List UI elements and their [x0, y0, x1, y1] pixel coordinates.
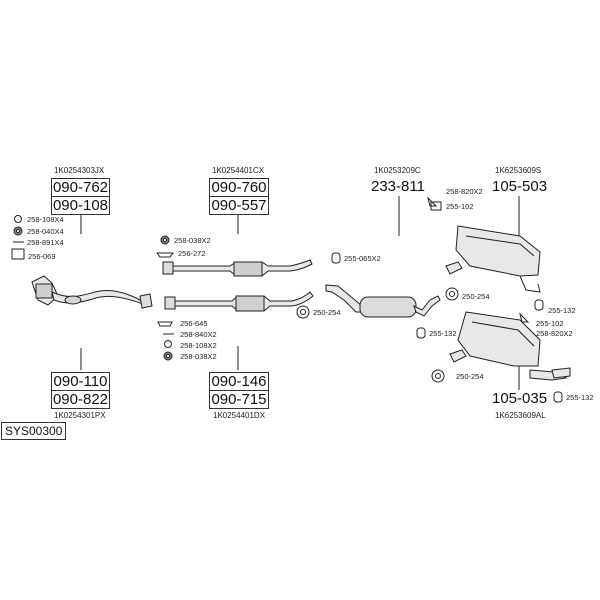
accessory-label: 258-038X2 [174, 236, 211, 245]
rear-silencer-upper-hotspot[interactable] [444, 224, 544, 294]
group4-bottom-code: 1K6253609AL [495, 411, 546, 420]
accessory-label: 258-038X2 [180, 352, 217, 361]
group2-bottom-code: 1K0254401DX [213, 411, 266, 420]
center-pipe-lower-hotspot[interactable] [162, 291, 317, 315]
accessory-label: 258-820X2 [446, 187, 483, 196]
part-number-label[interactable]: 233-811 [371, 178, 425, 195]
part-number-box[interactable]: 090-760 [209, 178, 269, 197]
rubber-mount-icon [431, 369, 445, 383]
accessory-label: 258-108X4 [27, 215, 64, 224]
accessory-label: 250-254 [462, 292, 490, 301]
part-number-box[interactable]: 090-110 [51, 372, 110, 391]
rubber-mount-icon [296, 305, 310, 319]
accessory-label: 258-108X2 [180, 341, 217, 350]
downpipe-catalyst-hotspot[interactable] [28, 272, 154, 312]
hanger-icon [534, 299, 544, 311]
group3-top-code: 1K0253209C [374, 166, 421, 175]
part-number-box[interactable]: 090-715 [209, 390, 269, 409]
accessory-label: 256-069 [28, 252, 56, 261]
gasket-icon [157, 321, 173, 327]
gasket-icon [156, 252, 174, 258]
accessory-label: 250-254 [456, 372, 484, 381]
rear-silencer-lower-hotspot[interactable] [448, 310, 572, 382]
downpipe-catalyst-part [31, 275, 153, 309]
part-number-label[interactable]: 105-503 [492, 178, 548, 195]
group4-top-code: 1K6253609S [495, 166, 542, 175]
accessory-label: 258-891X4 [27, 238, 64, 247]
accessory-label: 258-820X2 [536, 329, 573, 338]
center-pipe-lower-part [164, 291, 314, 312]
part-number-box[interactable]: 090-762 [51, 178, 110, 197]
group2-top-code: 1K0254401CX [212, 166, 265, 175]
clamp-icon [519, 312, 530, 323]
accessory-label: 255-102 [536, 319, 564, 328]
middle-silencer-part [325, 284, 441, 318]
accessory-label: 255-102 [446, 202, 474, 211]
group1-bottom-code: 1K0254301PX [54, 411, 106, 420]
accessory-label: 255-065X2 [344, 254, 381, 263]
accessory-label: 255-132 [429, 329, 457, 338]
part-number-box[interactable]: 090-146 [209, 372, 269, 391]
accessory-label: 255-132 [566, 393, 594, 402]
center-pipe-upper-part [162, 259, 313, 277]
accessory-label: 256-645 [180, 319, 208, 328]
gasket-icon [11, 248, 25, 260]
rear-silencer-upper-part [445, 225, 541, 293]
clamp-icon [331, 252, 341, 264]
part-number-box[interactable]: 090-822 [51, 390, 110, 409]
rubber-mount-icon [445, 287, 459, 301]
hanger-icon [553, 391, 563, 403]
group1-top-code: 1K0254303JX [54, 166, 105, 175]
rear-silencer-lower-part [449, 311, 571, 381]
part-number-box[interactable]: 090-108 [51, 196, 110, 215]
hanger-icon [416, 327, 426, 339]
ring-icon [164, 340, 172, 348]
part-number-box[interactable]: 090-557 [209, 196, 269, 215]
system-code-box[interactable]: SYS00300 [1, 422, 67, 440]
middle-silencer-hotspot[interactable] [324, 283, 442, 319]
accessory-label: 256-272 [178, 249, 206, 258]
hanger-icon [430, 201, 442, 211]
ring-icon [14, 215, 22, 223]
accessory-label: 250-254 [313, 308, 341, 317]
accessory-label: 255-132 [548, 306, 576, 315]
center-pipe-upper-hotspot[interactable] [160, 258, 315, 280]
accessory-label: 258-840X2 [180, 330, 217, 339]
accessory-label: 258-040X4 [27, 227, 64, 236]
part-number-label[interactable]: 105-035 [492, 390, 548, 407]
